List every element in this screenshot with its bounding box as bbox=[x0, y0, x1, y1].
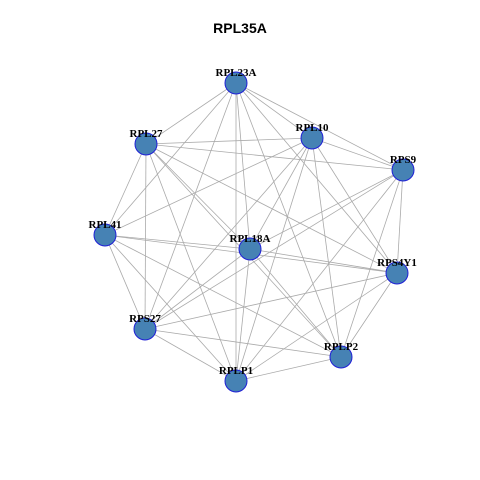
edge-rpl23a-rpl18a bbox=[235, 82, 251, 250]
node-label-rpl27: RPL27 bbox=[130, 128, 164, 140]
node-rplp2[interactable] bbox=[329, 345, 353, 369]
edge-rpl23a-rplp2 bbox=[235, 82, 342, 358]
edge-rpl10-rpl41 bbox=[104, 137, 313, 236]
edge-rpl18a-rps4y1 bbox=[249, 248, 398, 274]
edge-rpl27-rpl41 bbox=[104, 143, 147, 236]
graph-title: RPL35A bbox=[213, 20, 267, 36]
edge-rps27-rplp2 bbox=[144, 328, 342, 358]
edge-rpl18a-rplp1 bbox=[235, 248, 251, 382]
edge-rpl27-rps27 bbox=[144, 143, 147, 330]
edge-rpl27-rpl18a bbox=[145, 143, 251, 250]
node-rps4y1[interactable] bbox=[385, 261, 409, 285]
edge-rpl23a-rps4y1 bbox=[235, 82, 398, 274]
edge-rps27-rplp1 bbox=[144, 328, 237, 382]
edge-rplp2-rplp1 bbox=[235, 356, 342, 382]
edge-rps9-rplp1 bbox=[235, 169, 404, 382]
edge-rpl23a-rps9 bbox=[235, 82, 404, 171]
edge-rpl41-rpl18a bbox=[104, 234, 251, 250]
node-label-rpl23a: RPL23A bbox=[216, 67, 257, 79]
edge-rpl41-rps27 bbox=[104, 234, 146, 330]
edge-rpl27-rplp1 bbox=[145, 143, 237, 382]
node-rplp1[interactable] bbox=[224, 369, 248, 393]
edge-rpl10-rplp2 bbox=[311, 137, 342, 358]
edge-rps9-rps4y1 bbox=[396, 169, 404, 274]
node-label-rpl41: RPL41 bbox=[89, 219, 122, 231]
node-rpl23a[interactable] bbox=[224, 71, 248, 95]
edge-rpl10-rps9 bbox=[311, 137, 404, 171]
edge-rpl41-rplp1 bbox=[104, 234, 237, 382]
edge-rpl27-rpl10 bbox=[145, 137, 313, 145]
node-rpl18a[interactable] bbox=[238, 237, 262, 261]
node-rps9[interactable] bbox=[391, 158, 415, 182]
node-label-rpl10: RPL10 bbox=[296, 122, 330, 134]
node-label-rps4y1: RPS4Y1 bbox=[377, 257, 417, 269]
edge-rpl10-rps4y1 bbox=[311, 137, 398, 274]
edge-rpl27-rps4y1 bbox=[145, 143, 398, 274]
edge-rps4y1-rplp2 bbox=[340, 272, 398, 358]
edge-rpl23a-rpl10 bbox=[235, 82, 313, 139]
edge-rps9-rplp2 bbox=[340, 169, 404, 358]
node-label-rplp1: RPLP1 bbox=[219, 365, 253, 377]
node-rpl41[interactable] bbox=[93, 223, 117, 247]
edge-rps9-rps27 bbox=[144, 169, 404, 330]
edge-rpl10-rplp1 bbox=[235, 137, 313, 382]
node-label-rplp2: RPLP2 bbox=[324, 341, 359, 353]
edge-layer bbox=[104, 82, 404, 382]
edge-rpl23a-rpl41 bbox=[104, 82, 237, 236]
node-label-rps27: RPS27 bbox=[129, 313, 161, 325]
edge-rpl23a-rps27 bbox=[144, 82, 237, 330]
node-label-rps9: RPS9 bbox=[390, 154, 417, 166]
node-rps27[interactable] bbox=[133, 317, 157, 341]
node-rpl10[interactable] bbox=[300, 126, 324, 150]
node-layer bbox=[93, 71, 415, 393]
node-rpl27[interactable] bbox=[134, 132, 158, 156]
edge-rpl18a-rps27 bbox=[144, 248, 251, 330]
edge-rps9-rpl18a bbox=[249, 169, 404, 250]
edge-rpl10-rps27 bbox=[144, 137, 313, 330]
edge-rpl27-rps9 bbox=[145, 143, 404, 171]
edge-rpl18a-rplp2 bbox=[249, 248, 342, 358]
edge-rpl10-rpl18a bbox=[249, 137, 313, 250]
edge-rps4y1-rps27 bbox=[144, 272, 398, 330]
edge-rps4y1-rplp1 bbox=[235, 272, 398, 382]
edge-rpl23a-rpl27 bbox=[145, 82, 237, 145]
node-label-rpl18a: RPL18A bbox=[230, 233, 271, 245]
